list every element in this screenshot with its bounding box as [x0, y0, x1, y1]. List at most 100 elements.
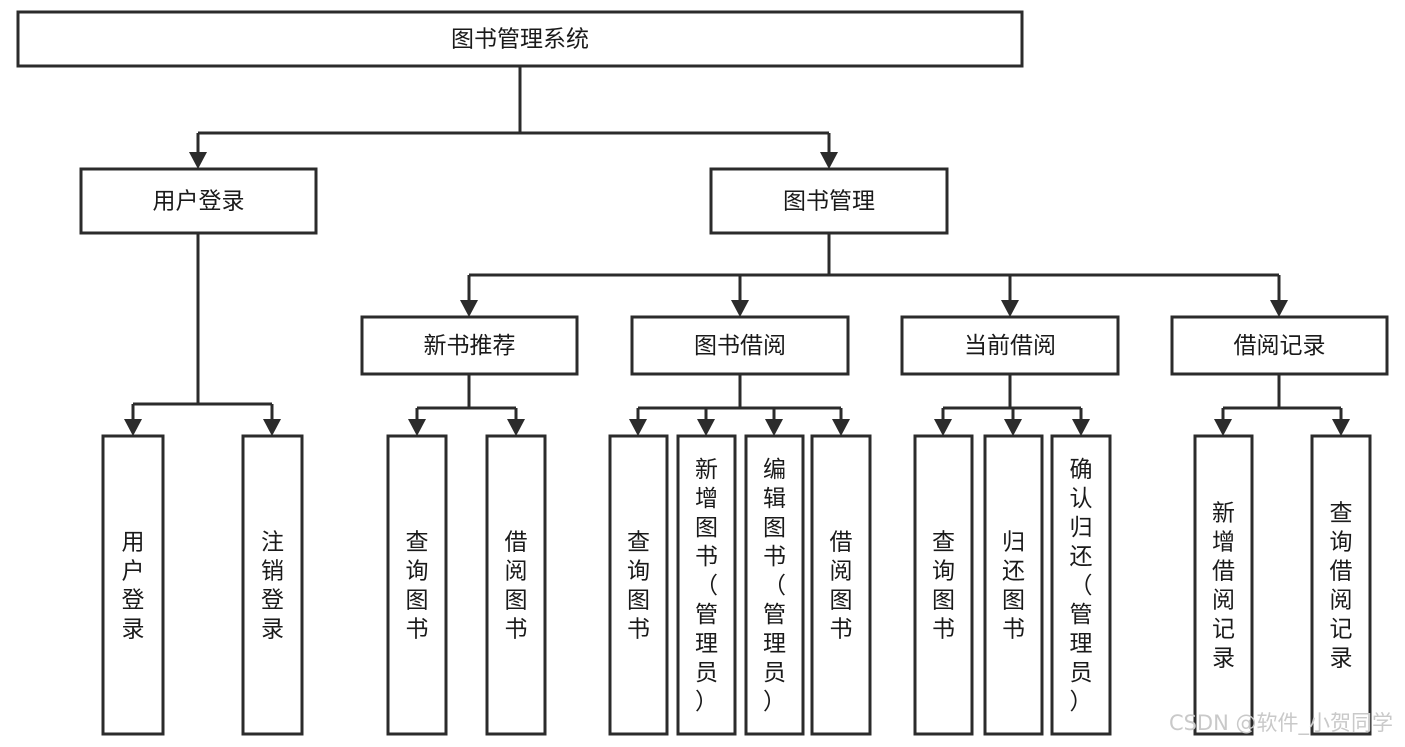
node-label-char: 户	[122, 559, 145, 585]
node-label-char: 录	[261, 617, 284, 643]
node-box[interactable]	[1170, 315, 1389, 376]
node-label-char: 书	[763, 544, 786, 570]
node-box[interactable]	[676, 434, 737, 736]
connector-conn-current-leaves	[934, 374, 1090, 436]
node-label-char: 还	[1070, 544, 1093, 570]
node-label-char: 记	[1212, 617, 1235, 643]
node-box[interactable]	[744, 434, 805, 736]
root-node-root[interactable]: 图书管理系统	[16, 10, 1024, 68]
level3-node-book-borrow[interactable]: 图书借阅	[630, 315, 850, 376]
node-label: 借阅记录	[1234, 333, 1326, 359]
node-box[interactable]	[386, 434, 448, 736]
node-box[interactable]	[983, 434, 1044, 736]
connector-layer	[124, 66, 1350, 436]
node-box[interactable]	[79, 167, 318, 235]
level2-node-user-login[interactable]: 用户登录	[79, 167, 318, 235]
node-label-char: 图	[1002, 588, 1025, 614]
node-label-char: 借	[1212, 559, 1235, 585]
node-label: 当前借阅	[964, 333, 1056, 359]
node-box[interactable]	[241, 434, 304, 736]
node-label-char: 图	[932, 588, 955, 614]
node-label-char: 认	[1070, 486, 1093, 512]
node-box[interactable]	[101, 434, 165, 736]
arrow-head-icon	[124, 419, 142, 436]
node-label: 用户登录	[153, 189, 245, 215]
leaf-node-leaf-user-login[interactable]: 用户登录	[101, 434, 165, 736]
node-label-char: 图	[830, 588, 853, 614]
node-label-char: 询	[932, 559, 955, 585]
arrow-head-icon	[1332, 419, 1350, 436]
node-label: 图书管理系统	[451, 27, 589, 53]
node-label-char: 员	[1070, 660, 1093, 686]
level3-node-borrow-record[interactable]: 借阅记录	[1170, 315, 1389, 376]
arrow-head-icon	[1001, 300, 1019, 317]
node-label-char: （	[763, 573, 786, 599]
node-label: 图书管理	[783, 189, 875, 215]
node-label-char: 记	[1330, 617, 1353, 643]
node-box[interactable]	[1050, 434, 1112, 736]
node-box[interactable]	[630, 315, 850, 376]
node-label-char: 书	[627, 617, 650, 643]
node-box[interactable]	[608, 434, 669, 736]
node-label-char: 书	[505, 617, 528, 643]
node-label-char: 书	[695, 544, 718, 570]
connector-conn-borrow-leaves	[629, 374, 850, 436]
node-label-char: 询	[1330, 530, 1353, 556]
connector-conn-root-level2	[189, 66, 838, 169]
node-label-char: 图	[406, 588, 429, 614]
node-label-char: 录	[1212, 646, 1235, 672]
node-label-char: 员	[695, 660, 718, 686]
connector-conn-recommend-leaves	[408, 374, 525, 436]
arrow-head-icon	[934, 419, 952, 436]
node-label-char: 借	[830, 530, 853, 556]
arrow-head-icon	[507, 419, 525, 436]
level3-node-current-borrow[interactable]: 当前借阅	[900, 315, 1120, 376]
node-label-char: 录	[1330, 646, 1353, 672]
node-box[interactable]	[810, 434, 872, 736]
node-box[interactable]	[900, 315, 1120, 376]
arrow-head-icon	[697, 419, 715, 436]
arrow-head-icon	[820, 152, 838, 169]
node-label-char: 查	[406, 530, 429, 556]
node-box[interactable]	[360, 315, 579, 376]
node-label-char: 查	[627, 530, 650, 556]
node-label-char: 书	[830, 617, 853, 643]
node-box[interactable]	[913, 434, 974, 736]
node-label-char: 图	[505, 588, 528, 614]
node-label-char: ）	[695, 689, 718, 715]
level2-node-book-manage[interactable]: 图书管理	[709, 167, 949, 235]
level3-node-new-book-recommend[interactable]: 新书推荐	[360, 315, 579, 376]
watermark-layer: CSDN @软件_小贺同学	[1169, 711, 1393, 736]
node-box[interactable]	[1193, 434, 1254, 736]
node-box[interactable]	[485, 434, 547, 736]
node-box[interactable]	[16, 10, 1024, 68]
arrow-head-icon	[263, 419, 281, 436]
node-label-char: 确	[1070, 457, 1093, 483]
node-label-char: 增	[1212, 530, 1235, 556]
node-box[interactable]	[1310, 434, 1372, 736]
node-label-char: 注	[261, 530, 284, 556]
node-label-char: 新	[695, 457, 718, 483]
node-label-char: 阅	[1212, 588, 1235, 614]
arrow-head-icon	[408, 419, 426, 436]
node-label-char: （	[695, 573, 718, 599]
node-label-char: 用	[122, 530, 145, 556]
arrow-head-icon	[189, 152, 207, 169]
node-box[interactable]	[709, 167, 949, 235]
arrow-head-icon	[1270, 300, 1288, 317]
node-label-char: 借	[1330, 559, 1353, 585]
